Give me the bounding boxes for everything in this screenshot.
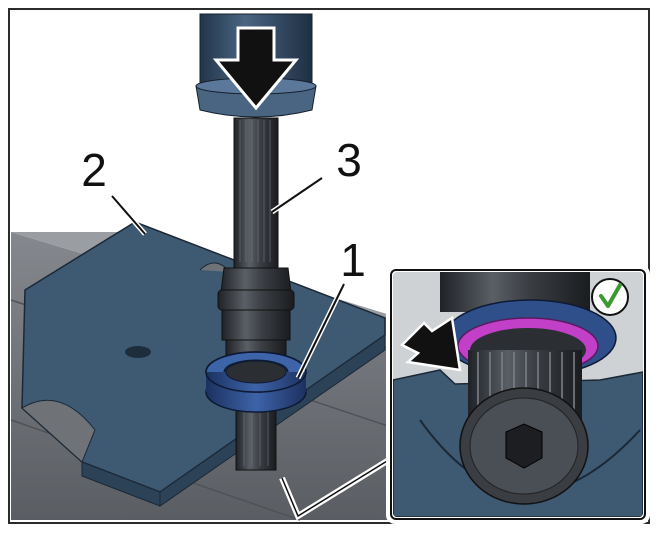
callout-label-2: 2 <box>81 144 107 196</box>
callout-label-3: 3 <box>336 134 362 186</box>
right-arrow-icon <box>399 315 462 372</box>
splined-shaft <box>217 117 295 471</box>
seal-ring <box>205 351 307 413</box>
detail-inset <box>386 265 650 524</box>
detail-pointer-wedge <box>281 457 393 518</box>
checkmark-icon <box>591 278 629 316</box>
leader-line-1 <box>297 283 345 379</box>
callout-label-1: 1 <box>340 234 366 286</box>
hex-socket <box>505 423 543 469</box>
leader-line-3 <box>271 177 323 213</box>
down-arrow-icon <box>212 26 300 111</box>
leader-line-2 <box>111 195 146 235</box>
